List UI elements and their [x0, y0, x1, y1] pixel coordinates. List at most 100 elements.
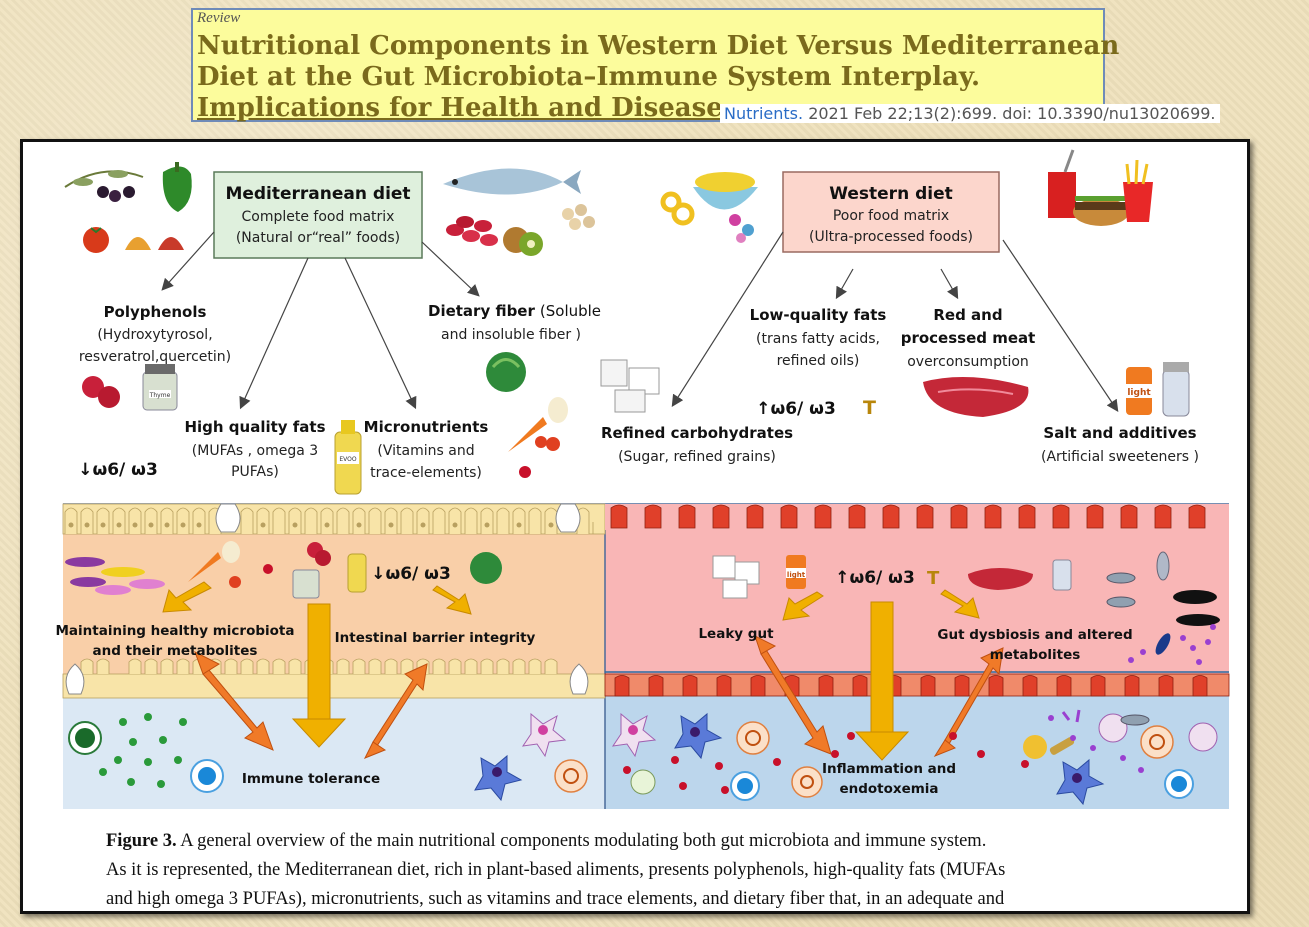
immune-cells-right	[611, 709, 1218, 806]
med-diet-line2: (Natural or“real” foods)	[236, 230, 400, 246]
cereal-bowl-icon	[660, 172, 758, 226]
micronutrients-label: Micronutrients (Vitamins and trace-eleme…	[364, 418, 489, 481]
figure-diagram: Mediterranean diet Complete food matrix …	[55, 149, 1230, 809]
candies-icon	[729, 214, 754, 243]
west-ratio-label: ↑ω6/ ω3	[756, 399, 836, 419]
svg-text:and insoluble fiber ): and insoluble fiber )	[441, 327, 581, 343]
svg-text:Micronutrients: Micronutrients	[364, 418, 489, 436]
caption-line-1: A general overview of the main nutrition…	[180, 831, 987, 851]
gut-scene: ↓ω6/ ω3 light ↑ω6/ ω3 T	[55, 503, 1230, 809]
gut-west-ratio-label: ↑ω6/ ω3	[835, 568, 915, 588]
salt-additives-label: Salt and additives (Artificial sweetener…	[1041, 424, 1199, 465]
west-diet-title: Western diet	[829, 184, 953, 204]
caption-line-3: and high omega 3 PUFAs), micronutrients,…	[106, 889, 1005, 909]
svg-text:Gut dysbiosis and altered: Gut dysbiosis and altered	[937, 627, 1132, 643]
label-intestinal-barrier: Intestinal barrier integrity	[335, 630, 536, 646]
sugar-cubes-icon	[600, 359, 660, 413]
dietary-fiber-label: Dietary fiber(Soluble and insoluble fibe…	[428, 302, 601, 343]
gut-food-items-west: light	[712, 555, 1072, 599]
fish-icon	[443, 168, 581, 195]
svg-text:Refined carbohydrates: Refined carbohydrates	[601, 424, 793, 442]
olives-icon	[64, 170, 144, 202]
label-inflammation: Inflammation and endotoxemia	[822, 761, 956, 797]
label-leaky-gut: Leaky gut	[698, 626, 774, 642]
gut-med-ratio-label: ↓ω6/ ω3	[371, 564, 451, 584]
citation-details: 2021 Feb 22;13(2):699. doi: 10.3390/nu13…	[808, 104, 1216, 123]
west-diet-line1: Poor food matrix	[833, 208, 949, 224]
med-ratio-label: ↓ω6/ ω3	[78, 460, 158, 480]
raspberries-icon	[82, 376, 120, 408]
svg-text:metabolites: metabolites	[990, 647, 1081, 663]
citation: Nutrients. 2021 Feb 22;13(2):699. doi: 1…	[720, 104, 1220, 123]
olive-oil-bottle-icon: EVOO	[334, 420, 362, 495]
svg-text:(Sugar, refined grains): (Sugar, refined grains)	[618, 449, 776, 465]
damaged-epithelium-top	[605, 504, 1229, 530]
svg-text:Low-quality fats: Low-quality fats	[750, 306, 887, 324]
red-beans-icon	[446, 216, 498, 246]
label-maintaining-healthy-microbiota: Maintaining healthy microbiota and their…	[55, 623, 294, 659]
steak-icon	[923, 377, 1029, 417]
svg-text:light: light	[1127, 388, 1151, 398]
label-gut-dysbiosis: Gut dysbiosis and altered metabolites	[937, 627, 1132, 663]
caption-line-2: As it is represented, the Mediterranean …	[106, 860, 1006, 880]
svg-text:and their metabolites: and their metabolites	[93, 643, 258, 659]
article-title-line-1: Nutritional Components in Western Diet V…	[197, 31, 1120, 61]
med-connector-lines	[161, 231, 480, 410]
journal-link[interactable]: Nutrients.	[724, 104, 804, 123]
svg-text:Salt and additives: Salt and additives	[1043, 424, 1196, 442]
western-diet-box: Western diet Poor food matrix (Ultra-pro…	[782, 171, 1000, 253]
carrot-egg-icon	[508, 397, 568, 478]
figure-caption: Figure 3. A general overview of the main…	[106, 827, 1206, 914]
goblet-cells-top	[215, 503, 581, 533]
svg-text:overconsumption: overconsumption	[907, 354, 1029, 370]
kiwi-icon	[503, 227, 543, 256]
med-diet-title: Mediterranean diet	[225, 184, 410, 204]
low-quality-fats-label: Low-quality fats (trans fatty acids, ref…	[750, 306, 887, 369]
article-title-line-3[interactable]: Implications for Health and Disease	[197, 93, 723, 123]
yellow-arrows	[162, 581, 980, 761]
mediterranean-diet-box: Mediterranean diet Complete food matrix …	[213, 171, 423, 259]
damaged-epithelium-bottom	[604, 673, 1230, 697]
trans-fat-t-label: T	[863, 397, 876, 419]
thyme-jar-icon: Thyme	[142, 364, 178, 411]
article-type-label: Review	[197, 10, 241, 26]
svg-text:(Hydroxytyrosol,: (Hydroxytyrosol,	[97, 327, 212, 343]
svg-text:(MUFAs , omega 3: (MUFAs , omega 3	[192, 443, 318, 459]
red-meat-label: Red and processed meat overconsumption	[901, 306, 1036, 370]
svg-text:EVOO: EVOO	[339, 456, 357, 463]
svg-text:Inflammation and: Inflammation and	[822, 761, 956, 777]
polyphenols-label: Polyphenols (Hydroxytyrosol, resveratrol…	[79, 303, 231, 365]
salt-soda-icon: light	[1126, 362, 1190, 417]
svg-text:Maintaining healthy microbiota: Maintaining healthy microbiota	[55, 623, 294, 639]
svg-text:Red and: Red and	[933, 306, 1002, 324]
med-diet-line1: Complete food matrix	[242, 209, 395, 225]
refined-carbohydrates-label: Refined carbohydrates (Sugar, refined gr…	[601, 424, 793, 465]
immune-cells-left	[68, 712, 588, 802]
article-title-line-2: Diet at the Gut Microbiota–Immune System…	[197, 62, 981, 92]
orange-arrows	[194, 635, 1004, 759]
svg-text:(Vitamins and: (Vitamins and	[377, 443, 474, 459]
healthy-bacteria	[65, 557, 165, 595]
west-diet-line2: (Ultra-processed foods)	[809, 229, 973, 245]
svg-text:trace-elements): trace-elements)	[370, 465, 482, 481]
spices-icon	[125, 237, 184, 250]
green-pepper-icon	[162, 162, 192, 212]
svg-text:endotoxemia: endotoxemia	[839, 781, 938, 797]
label-immune-tolerance: Immune tolerance	[242, 771, 380, 787]
svg-text:resveratrol,quercetin): resveratrol,quercetin)	[79, 349, 231, 365]
svg-text:Thyme: Thyme	[149, 392, 171, 399]
dysbiosis-bacteria	[1106, 551, 1220, 665]
tomato-icon	[83, 227, 109, 253]
west-connector-lines	[671, 231, 1119, 412]
title-box	[191, 8, 1105, 122]
fast-food-icon	[1048, 149, 1153, 226]
caption-label: Figure 3.	[106, 831, 177, 851]
svg-text:refined oils): refined oils)	[777, 353, 860, 369]
svg-text:(Artificial sweeteners ): (Artificial sweeteners )	[1041, 449, 1199, 465]
svg-text:Polyphenols: Polyphenols	[104, 303, 207, 321]
svg-text:Dietary fiber(Soluble: Dietary fiber(Soluble	[428, 302, 601, 320]
figure-panel: Mediterranean diet Complete food matrix …	[20, 139, 1250, 914]
high-quality-fats-label: High quality fats (MUFAs , omega 3 PUFAs…	[184, 418, 325, 480]
svg-text:PUFAs): PUFAs)	[231, 464, 279, 480]
svg-text:(trans fatty acids,: (trans fatty acids,	[756, 331, 880, 347]
